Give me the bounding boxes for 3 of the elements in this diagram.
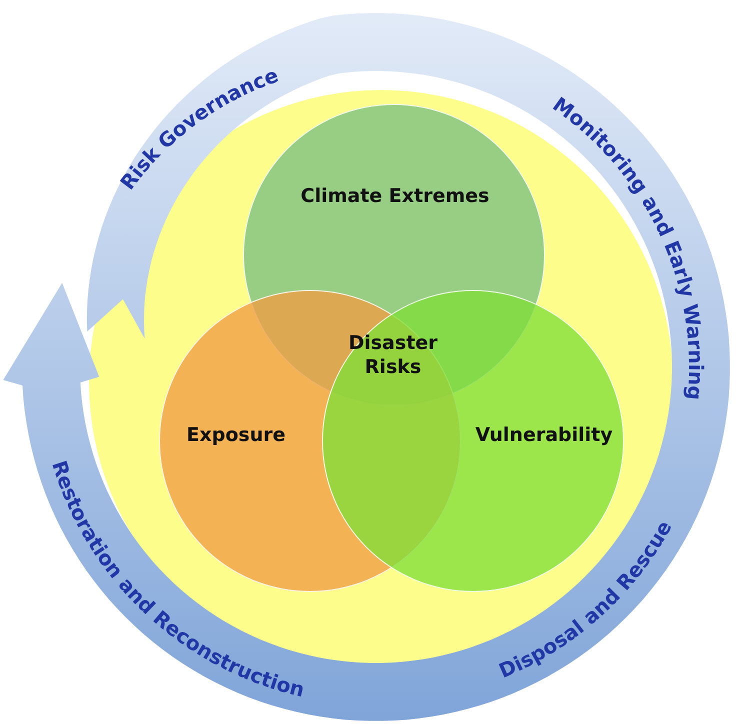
circle-label: Exposure	[186, 424, 286, 448]
circle-label: Vulnerability	[475, 424, 613, 448]
circle-label: Climate Extremes	[300, 185, 490, 209]
